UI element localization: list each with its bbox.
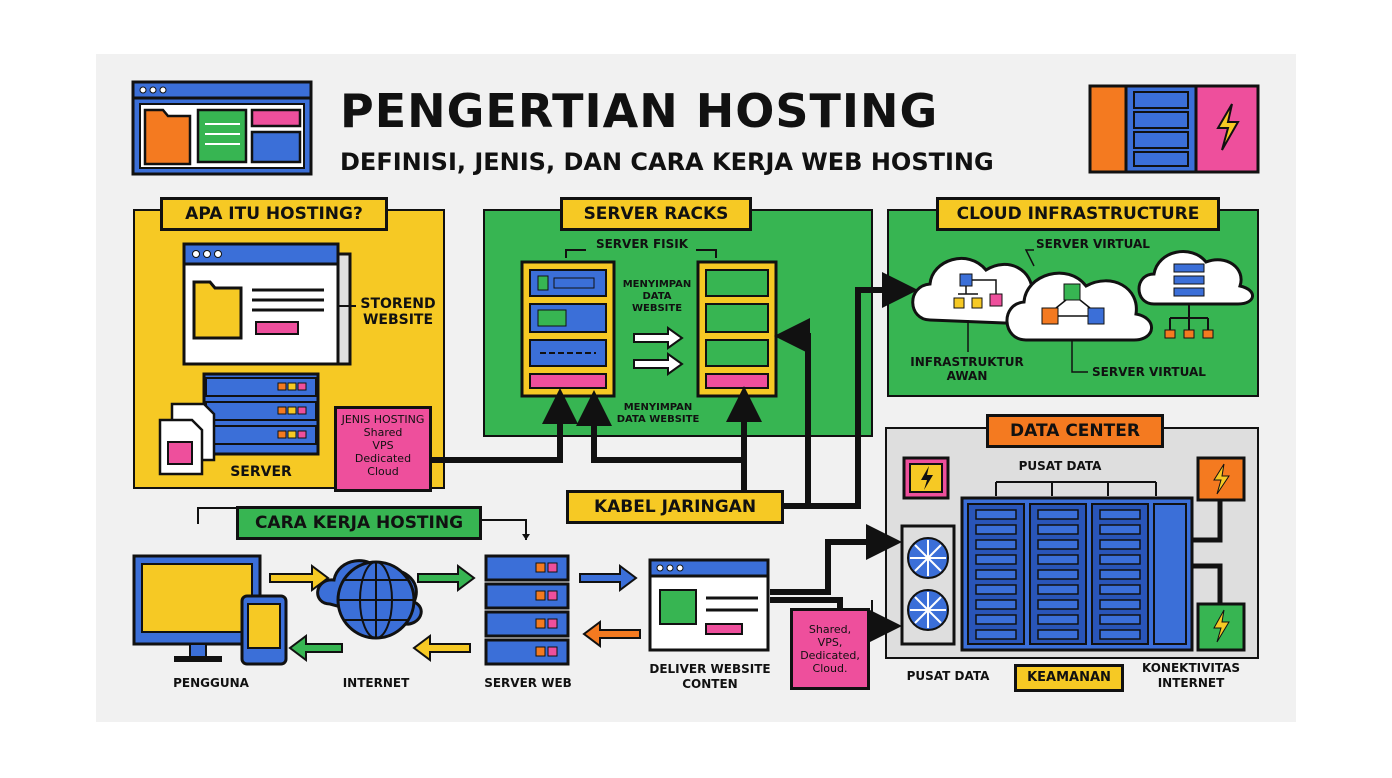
heading-server-racks: SERVER RACKS: [560, 197, 752, 231]
rack-slot: [1037, 539, 1079, 550]
page-title: PENGERTIAN HOSTING: [340, 84, 939, 138]
rack-slot: [1037, 524, 1079, 535]
rack-slot: [975, 509, 1017, 520]
heading-cloud-infrastructure: CLOUD INFRASTRUCTURE: [936, 197, 1220, 231]
cube-icon: [1087, 307, 1105, 325]
rack-slot: [1099, 524, 1141, 535]
menyimpan-data-bottom: MENYIMPAN DATA WEBSITE: [616, 402, 700, 425]
server-virtual-bottom-label: SERVER VIRTUAL: [1092, 365, 1206, 379]
rack-slot: [1099, 509, 1141, 520]
rack-slot: [1099, 554, 1141, 565]
deliver-website-label: DELIVER WEBSITE CONTEN: [649, 662, 771, 691]
pusat-data-bottom-label: PUSAT DATA: [906, 669, 990, 683]
rack-slot: [975, 554, 1017, 565]
server-label: SERVER: [230, 464, 292, 480]
rack-slot: [1037, 629, 1079, 640]
browser-window-icon: [648, 558, 770, 652]
heading-data-center: DATA CENTER: [986, 414, 1164, 448]
fan-icon: [900, 524, 956, 646]
rack-slot: [1099, 569, 1141, 580]
rack-slot: [1099, 629, 1141, 640]
cube-icon: [1063, 283, 1081, 301]
rack-slot: [975, 524, 1017, 535]
rack-slot: [1099, 599, 1141, 610]
heading-apa-itu-hosting: APA ITU HOSTING?: [160, 197, 388, 231]
rack-slot: [1037, 599, 1079, 610]
rack-slot: [1099, 584, 1141, 595]
heading-cara-kerja-hosting: CARA KERJA HOSTING: [236, 506, 482, 540]
rack-slot: [975, 584, 1017, 595]
server-rack-icon: [696, 260, 778, 398]
menyimpan-data-top: MENYIMPAN DATA WEBSITE: [622, 279, 692, 314]
server-rack-icon: [1088, 84, 1260, 174]
infrastruktur-awan-label: INFRASTRUKTUR AWAN: [910, 355, 1024, 383]
browser-window-icon: [131, 80, 313, 176]
hosting-types-box: Shared, VPS, Dedicated, Cloud.: [790, 608, 870, 690]
globe-icon: [316, 559, 423, 640]
server-web-label: SERVER WEB: [484, 676, 572, 690]
lightning-icon: [1196, 602, 1246, 652]
rack-slot: [975, 569, 1017, 580]
cube-icon: [1041, 307, 1059, 325]
internet-label: INTERNET: [342, 676, 410, 690]
server-rack-icon: [484, 554, 570, 666]
cloud-icon: [1137, 250, 1254, 339]
rack-slot: [1099, 539, 1141, 550]
rack-slot: [975, 539, 1017, 550]
lightning-icon: [1196, 456, 1246, 502]
rack-slot: [1037, 614, 1079, 625]
cloud-icon: [1005, 271, 1153, 342]
folder-icon: [192, 280, 243, 340]
monitor-icon: [132, 554, 262, 662]
server-virtual-top-label: SERVER VIRTUAL: [1036, 237, 1150, 251]
rack-slot: [975, 629, 1017, 640]
rack-slot: [1037, 509, 1079, 520]
keamanan-label: KEAMANAN: [1014, 664, 1124, 692]
storend-website-label: STOREND WEBSITE: [360, 296, 436, 328]
lightning-icon: [902, 456, 950, 500]
browser-window-icon: [182, 242, 352, 366]
pusat-data-top-label: PUSAT DATA: [1018, 459, 1102, 473]
jenis-hosting-box: JENIS HOSTING Shared VPS Dedicated Cloud: [334, 406, 432, 492]
kabel-jaringan-label: KABEL JARINGAN: [566, 490, 784, 524]
server-rack-icon: [202, 372, 320, 456]
pengguna-label: PENGGUNA: [173, 676, 249, 690]
phone-icon: [240, 594, 288, 666]
server-fisik-label: SERVER FISIK: [595, 237, 689, 251]
rack-slot: [975, 614, 1017, 625]
cloud-icon: [911, 257, 1049, 326]
server-rack-icon: [520, 260, 616, 398]
rack-slot: [1037, 554, 1079, 565]
document-icon: [158, 402, 216, 476]
rack-slot: [975, 599, 1017, 610]
rack-slot: [1037, 584, 1079, 595]
konektivitas-internet-label: KONEKTIVITAS INTERNET: [1141, 661, 1241, 690]
rack-slot: [1037, 569, 1079, 580]
rack-slot: [1099, 614, 1141, 625]
page-subtitle: DEFINISI, JENIS, DAN CARA KERJA WEB HOST…: [340, 148, 994, 176]
